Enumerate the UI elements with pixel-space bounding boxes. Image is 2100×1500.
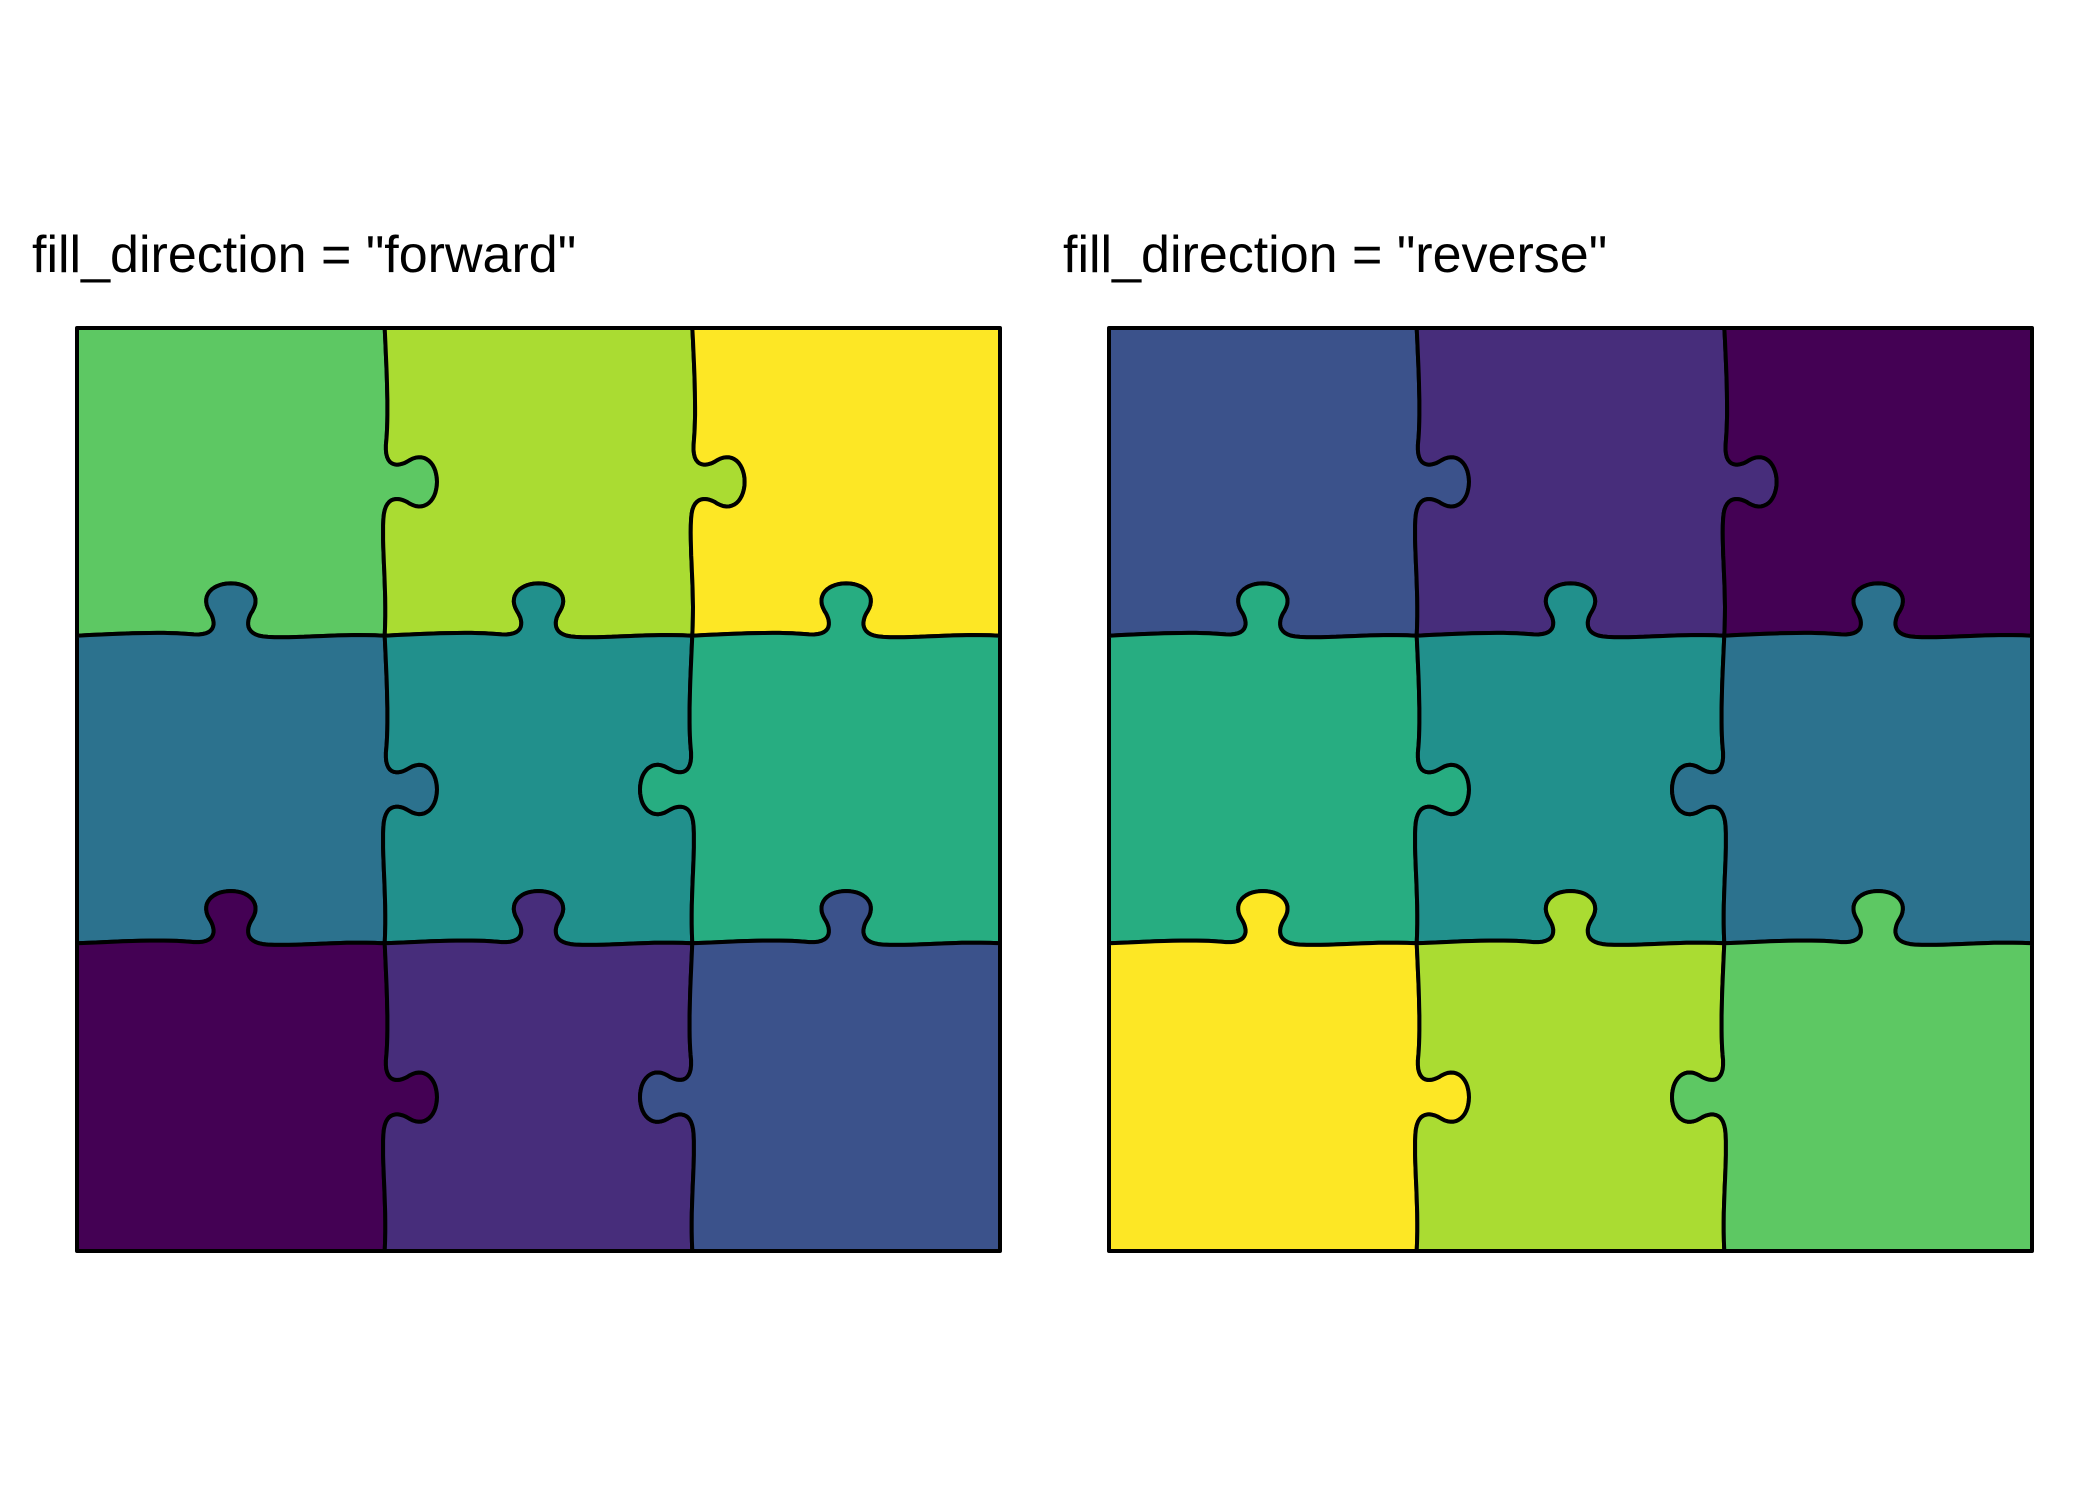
puzzle-piece-r0-c1 <box>1413 326 1779 640</box>
puzzle-piece-r1-c2 <box>638 581 1002 947</box>
panel-title-reverse: fill_direction = "reverse" <box>1063 226 1607 284</box>
puzzle-piece-r2-c2 <box>638 889 1002 1253</box>
puzzle-panel-forward <box>75 326 1002 1253</box>
puzzle-piece-r2-c1 <box>1413 889 1728 1253</box>
puzzle-panel-reverse <box>1107 326 2034 1253</box>
puzzle-piece-r0-c1 <box>381 326 747 640</box>
puzzle-piece-r2-c1 <box>381 889 696 1253</box>
panel-title-forward: fill_direction = "forward" <box>32 226 576 284</box>
puzzle-piece-r2-c2 <box>1670 889 2034 1253</box>
puzzle-piece-r1-c2 <box>1670 581 2034 947</box>
